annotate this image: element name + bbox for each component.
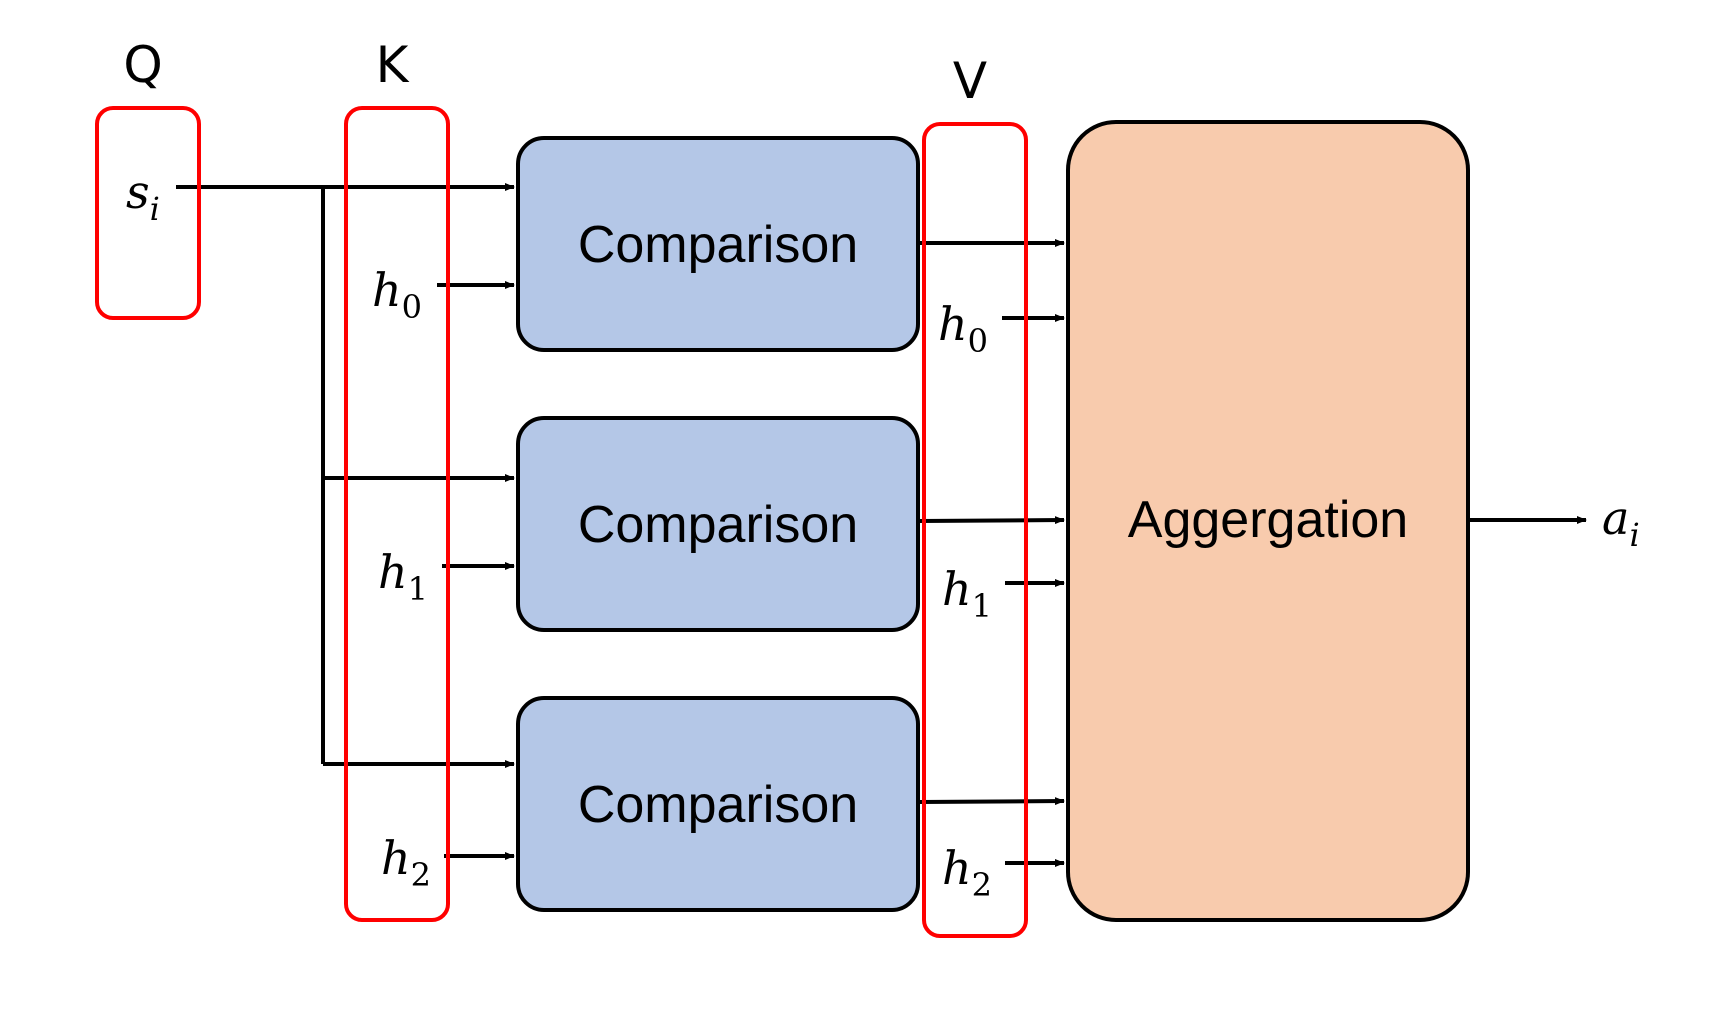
comparison-block [516,136,920,352]
aggregation-block [1066,120,1470,922]
key-group-header: K [376,36,410,94]
query-group-header: Q [123,36,162,94]
aggregation-label: Aggergation [1128,491,1408,549]
comparison-output-wire [919,797,1065,806]
value-symbol: h1 [942,562,992,625]
output-symbol: ai [1602,491,1640,554]
comparison-label: Comparison [578,496,858,554]
key-group-outline [344,106,450,922]
comparison-block [516,696,920,912]
comparison-output-wire [919,516,1065,525]
query-group-outline [95,106,201,320]
query-symbol: si [126,165,160,228]
key-symbol: h2 [381,831,431,894]
value-group-header: V [953,52,987,110]
key-symbol: h1 [378,545,428,608]
comparison-block [516,416,920,632]
comparison-label: Comparison [578,776,858,834]
comparison-label: Comparison [578,216,858,274]
value-symbol: h2 [942,841,992,904]
value-group-outline [922,122,1028,938]
value-symbol: h0 [938,297,988,360]
key-symbol: h0 [372,263,422,326]
